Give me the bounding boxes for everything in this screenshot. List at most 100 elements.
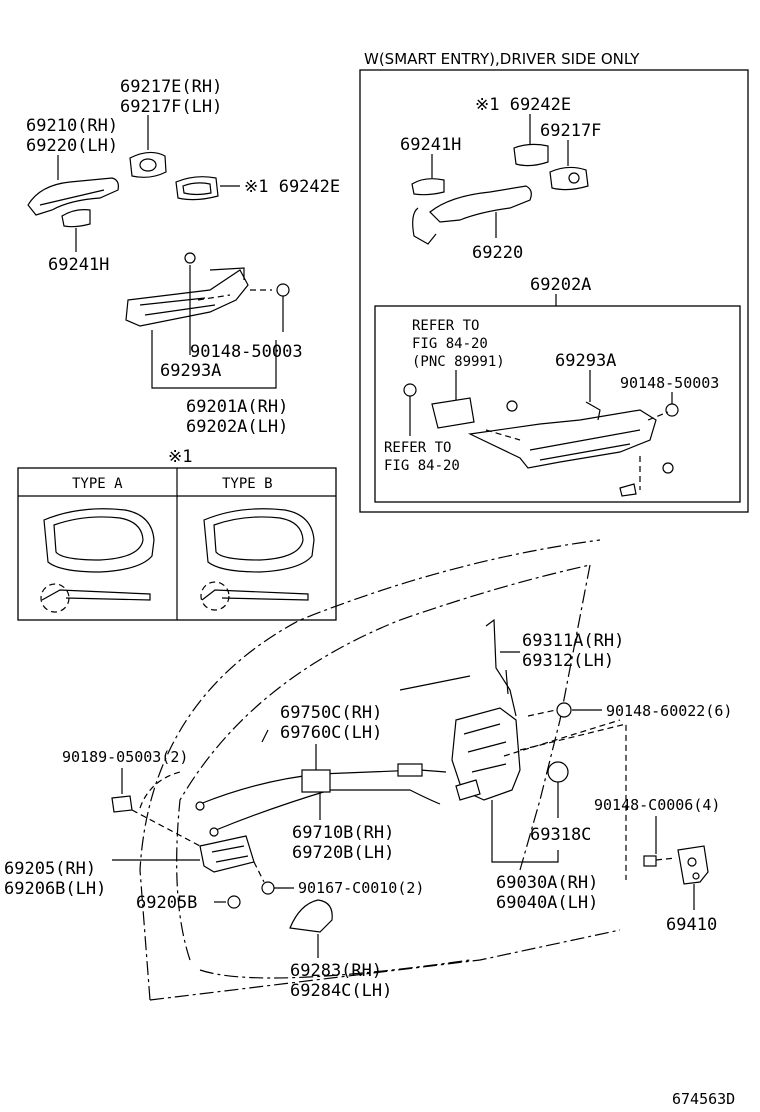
door-section-group: 69311A(RH) 69312(LH) 90148-60022(6) 6931…: [4, 539, 732, 1001]
label-type-a: TYPE A: [72, 476, 123, 492]
leader-rod-cable: [399, 675, 471, 691]
bolt-C0006-shape: [643, 855, 657, 867]
cap-69205B-shape: [227, 895, 241, 909]
door-outline-outer: [139, 539, 601, 1001]
lock-dash-bolt: [503, 719, 621, 757]
type-table: ※1 TYPE A TYPE B: [17, 447, 337, 621]
lock-lever-shape: [455, 779, 481, 801]
cover-69283-shape: [289, 899, 333, 933]
label-69040A: 69040A(LH): [496, 893, 598, 913]
label-se-refer1-l2: FIG 84-20: [412, 336, 488, 352]
label-se-refer2-l2: FIG 84-20: [384, 458, 460, 474]
se-bolt-shape: [665, 403, 679, 417]
label-69242E-left: ※1 69242E: [244, 177, 340, 197]
label-69217F: 69217F(LH): [120, 97, 222, 117]
bolt-left-shape: [276, 283, 290, 297]
rod-69311A-detail: [505, 669, 509, 695]
label-se-refer1-l3: (PNC 89991): [412, 354, 505, 370]
bolt-60022-shape: [556, 702, 572, 718]
striker-hole-b: [692, 872, 700, 880]
bracket-69030A: [491, 800, 559, 863]
label-69220: 69220(LH): [26, 136, 118, 156]
label-69201A: 69201A(RH): [186, 397, 288, 417]
cable-end-left-a: [195, 801, 205, 811]
se-screw-shape: [403, 383, 417, 397]
label-90167: 90167-C0010(2): [298, 879, 424, 897]
clip-arc-dash: [139, 771, 181, 809]
label-se-69293A: 69293A: [555, 351, 616, 371]
se-frame-dash: [485, 411, 669, 441]
inside-handle-shape: [199, 835, 255, 873]
se-pad-69241H-shape: [411, 178, 445, 196]
label-90148-60022: 90148-60022(6): [606, 702, 732, 720]
label-69202A-left: 69202A(LH): [186, 417, 288, 437]
handle-frame-shape: [125, 269, 249, 327]
label-69410: 69410: [666, 915, 717, 935]
frame-clip-shape: [184, 252, 196, 264]
smart-entry-group: W(SMART ENTRY),DRIVER SIDE ONLY ※1 69242…: [359, 50, 749, 513]
label-90148-50003-left: 90148-50003: [190, 342, 303, 362]
label-69311A: 69311A(RH): [522, 631, 624, 651]
label-90148-C0006: 90148-C0006(4): [594, 796, 720, 814]
se-small-bolt-shape: [662, 462, 674, 474]
se-pad-69242E-shape: [513, 143, 549, 167]
rod-69311A-shape: [485, 618, 517, 717]
label-smart-entry-header: W(SMART ENTRY),DRIVER SIDE ONLY: [364, 50, 640, 68]
outside-handle-shape: [27, 177, 119, 216]
cable-end-left-b: [209, 827, 219, 837]
label-se-refer2-l1: REFER TO: [384, 440, 451, 456]
type-b-section: [201, 589, 309, 601]
grommet-69318C-shape: [547, 761, 569, 783]
label-se-69217F: 69217F: [540, 121, 601, 141]
screw-90167-shape: [261, 881, 275, 895]
label-69293A-left: 69293A: [160, 361, 221, 381]
label-69241H-left: 69241H: [48, 255, 109, 275]
outside-handle-group: 69217E(RH) 69217F(LH) 69210(RH) 69220(LH…: [26, 77, 340, 437]
label-se-69220: 69220: [472, 243, 523, 263]
label-69750C: 69750C(RH): [280, 703, 382, 723]
striker-69410-shape: [677, 845, 709, 885]
type-a-pad-shape: [43, 508, 155, 573]
smart-entry-frame: [359, 69, 749, 513]
door-outline-inner: [176, 564, 591, 961]
se-frame-detail: [529, 401, 641, 461]
bolt-60022-dash: [527, 709, 557, 717]
se-handle-shape: [429, 185, 532, 223]
drawing-id: 674563D: [672, 1090, 735, 1108]
label-69205B: 69205B: [136, 893, 197, 913]
screw-90167-dash: [253, 861, 265, 883]
label-69030A: 69030A(RH): [496, 873, 598, 893]
label-69206B: 69206B(LH): [4, 879, 106, 899]
pad-69241H-shape: [61, 209, 91, 228]
inside-handle-detail: [211, 845, 249, 863]
label-69217E: 69217E(RH): [120, 77, 222, 97]
label-69760C: 69760C(LH): [280, 723, 382, 743]
se-switch-shape: [431, 397, 475, 429]
label-se-69202A: 69202A: [530, 275, 591, 295]
type-a-pad-inner: [53, 516, 144, 561]
label-note-mark: ※1: [168, 447, 192, 467]
clip-90189-shape: [111, 795, 133, 813]
label-69720B: 69720B(LH): [292, 843, 394, 863]
door-outline-sill: [199, 959, 471, 979]
se-frame-shape: [467, 409, 657, 469]
label-69318C: 69318C: [530, 825, 591, 845]
type-b-pad-shape: [203, 508, 315, 573]
clip-90189-dash: [131, 809, 201, 847]
handle-cap-lock-shape: [139, 158, 157, 172]
se-handle-wire: [412, 207, 437, 245]
se-cap-lock-shape: [568, 172, 580, 184]
se-clip-shape: [506, 400, 518, 412]
handle-edge: [39, 189, 105, 206]
label-69210: 69210(RH): [26, 116, 118, 136]
type-b-detail-circle: [200, 581, 230, 611]
label-se-69242E: ※1 69242E: [475, 95, 571, 115]
type-a-section: [41, 589, 151, 601]
cable-clamp-shape: [301, 769, 331, 793]
bracket-69201A: [151, 330, 277, 389]
se-inner-frame: [374, 305, 741, 503]
type-b-pad-inner: [213, 516, 304, 561]
label-69312: 69312(LH): [522, 651, 614, 671]
lock-assembly-shape: [451, 707, 521, 801]
